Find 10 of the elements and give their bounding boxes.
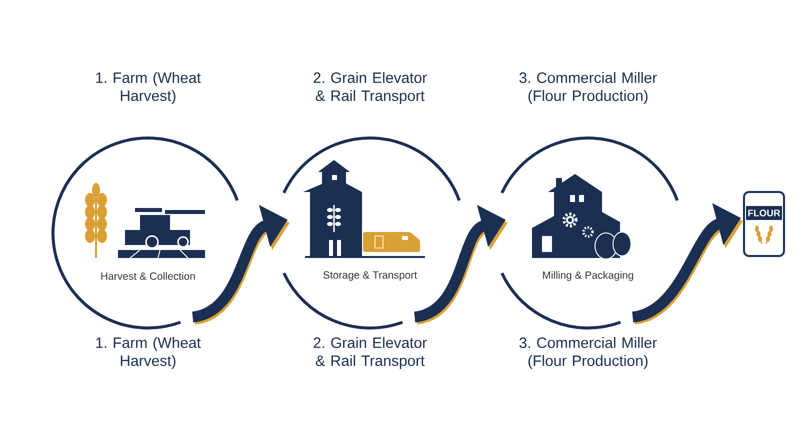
step-heading: 3. Commercial Miller (Flour Production) (519, 337, 657, 369)
step-heading: 3. Commercial Miller (Flour Production) (519, 72, 657, 104)
step-heading: 2. Grain Elevator & Rail Transport (314, 72, 427, 104)
step-caption: Storage & Transport (323, 271, 417, 281)
step-caption: Harvest & Collection (101, 272, 195, 280)
step-heading: 2. Grain Elevator & Rail Transport (314, 337, 427, 369)
step-heading: 1. Farm (Wheat Harvest) (96, 337, 201, 369)
flour-bag: FLOUR (743, 191, 785, 257)
step-caption: Milling & Packaging (543, 271, 634, 281)
step-heading: 1. Farm (Wheat Harvest) (96, 72, 201, 104)
